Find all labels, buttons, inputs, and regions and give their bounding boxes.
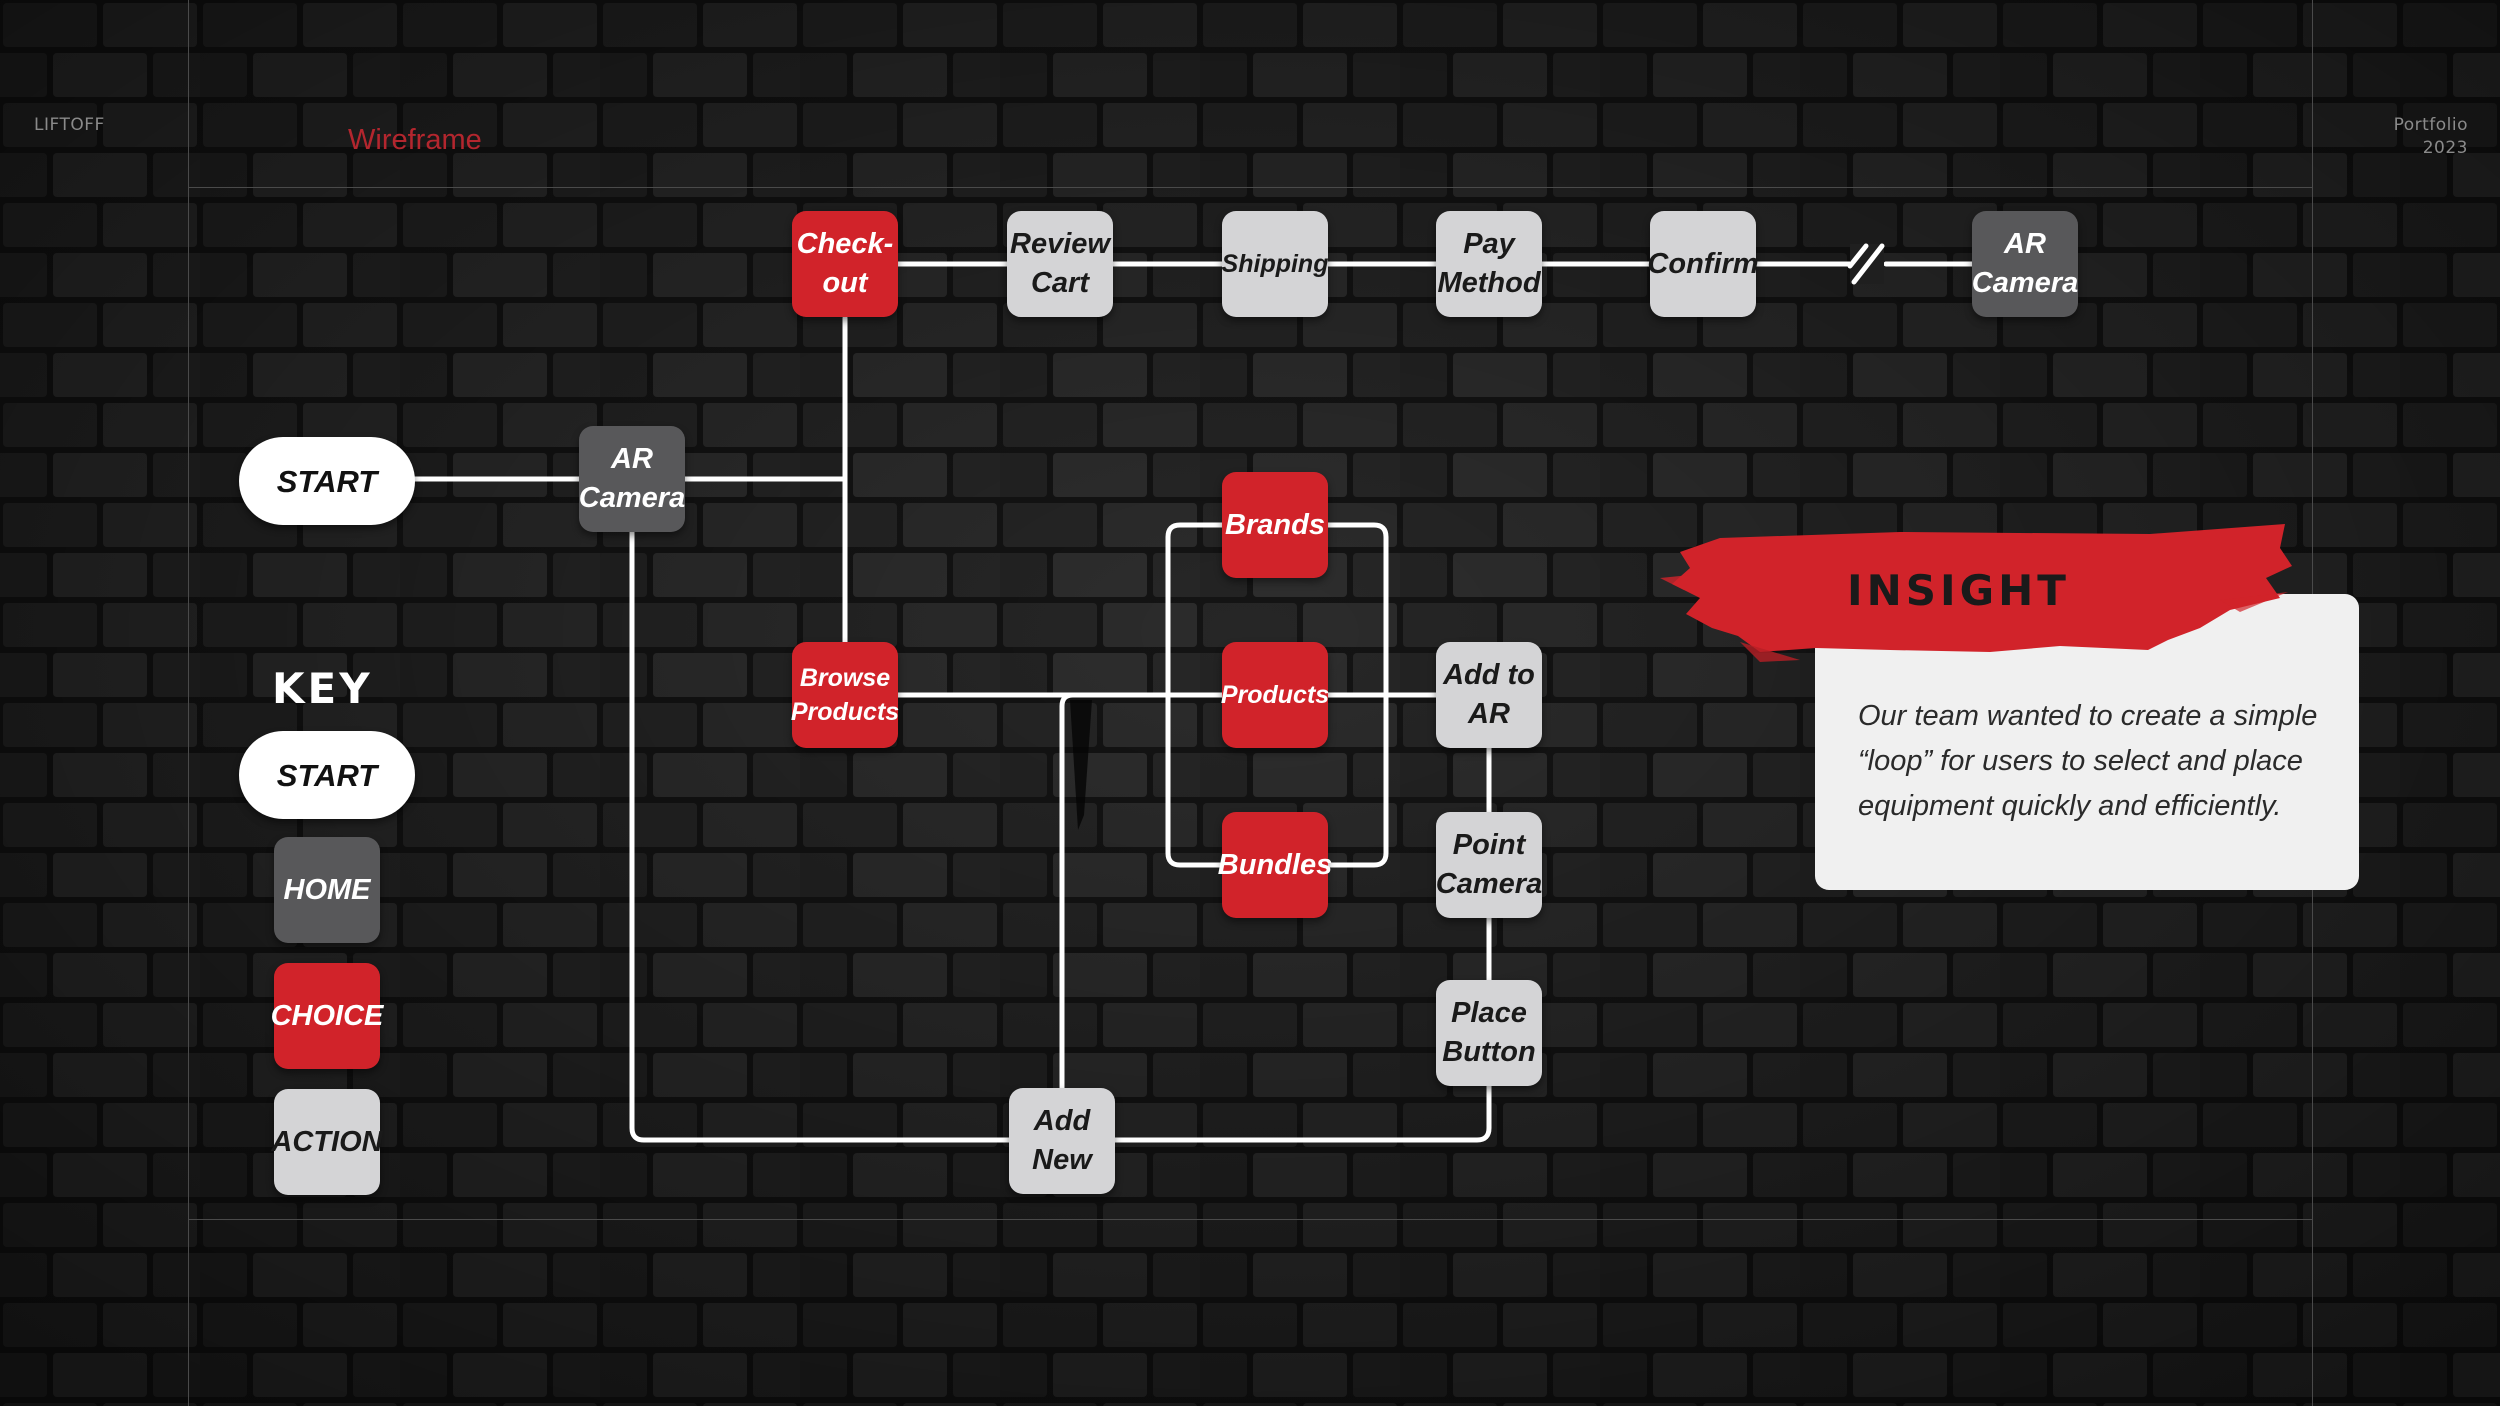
node-add-new: Add New <box>1009 1088 1115 1194</box>
node-review-cart: Review Cart <box>1007 211 1113 317</box>
node-place-button: Place Button <box>1436 980 1542 1086</box>
node-browse-products: Browse Products <box>791 642 899 748</box>
portfolio-year: 2023 <box>2422 138 2468 158</box>
portfolio-label: Portfolio <box>2393 115 2468 135</box>
node-point-camera: Point Camera <box>1436 812 1542 918</box>
insight-title: INSIGHT <box>1847 566 2070 615</box>
node-brands: Brands <box>1222 472 1328 578</box>
node-ar-camera-end: AR Camera <box>1972 211 2078 317</box>
section-title: Wireframe <box>348 124 482 156</box>
node-pay-method: Pay Method <box>1436 211 1542 317</box>
node-confirm: Confirm <box>1647 211 1759 317</box>
node-add-to-ar: Add to AR <box>1436 642 1542 748</box>
node-checkout: Check- out <box>792 211 898 317</box>
key-home: HOME <box>274 837 380 943</box>
connector-choice-bracket <box>1165 522 1225 868</box>
key-action: ACTION <box>271 1089 383 1195</box>
connector-choice-bracket-right <box>1325 522 1389 868</box>
key-title: KEY <box>272 664 373 713</box>
connector-addnew-up <box>1059 692 1076 1093</box>
key-start: START <box>239 731 415 819</box>
guide-line-left <box>188 0 189 1406</box>
node-bundles: Bundles <box>1218 812 1332 918</box>
guide-line-top <box>188 187 2313 188</box>
node-start: START <box>239 437 415 525</box>
key-choice: CHOICE <box>271 963 383 1069</box>
insight-body: Our team wanted to create a simple “loop… <box>1858 700 2318 822</box>
guide-line-bottom <box>188 1219 2313 1220</box>
node-ar-camera-home: AR Camera <box>579 426 685 532</box>
node-products: Products <box>1221 642 1329 748</box>
brand-label: LIFTOFF <box>34 115 105 135</box>
node-shipping: Shipping <box>1222 211 1328 317</box>
